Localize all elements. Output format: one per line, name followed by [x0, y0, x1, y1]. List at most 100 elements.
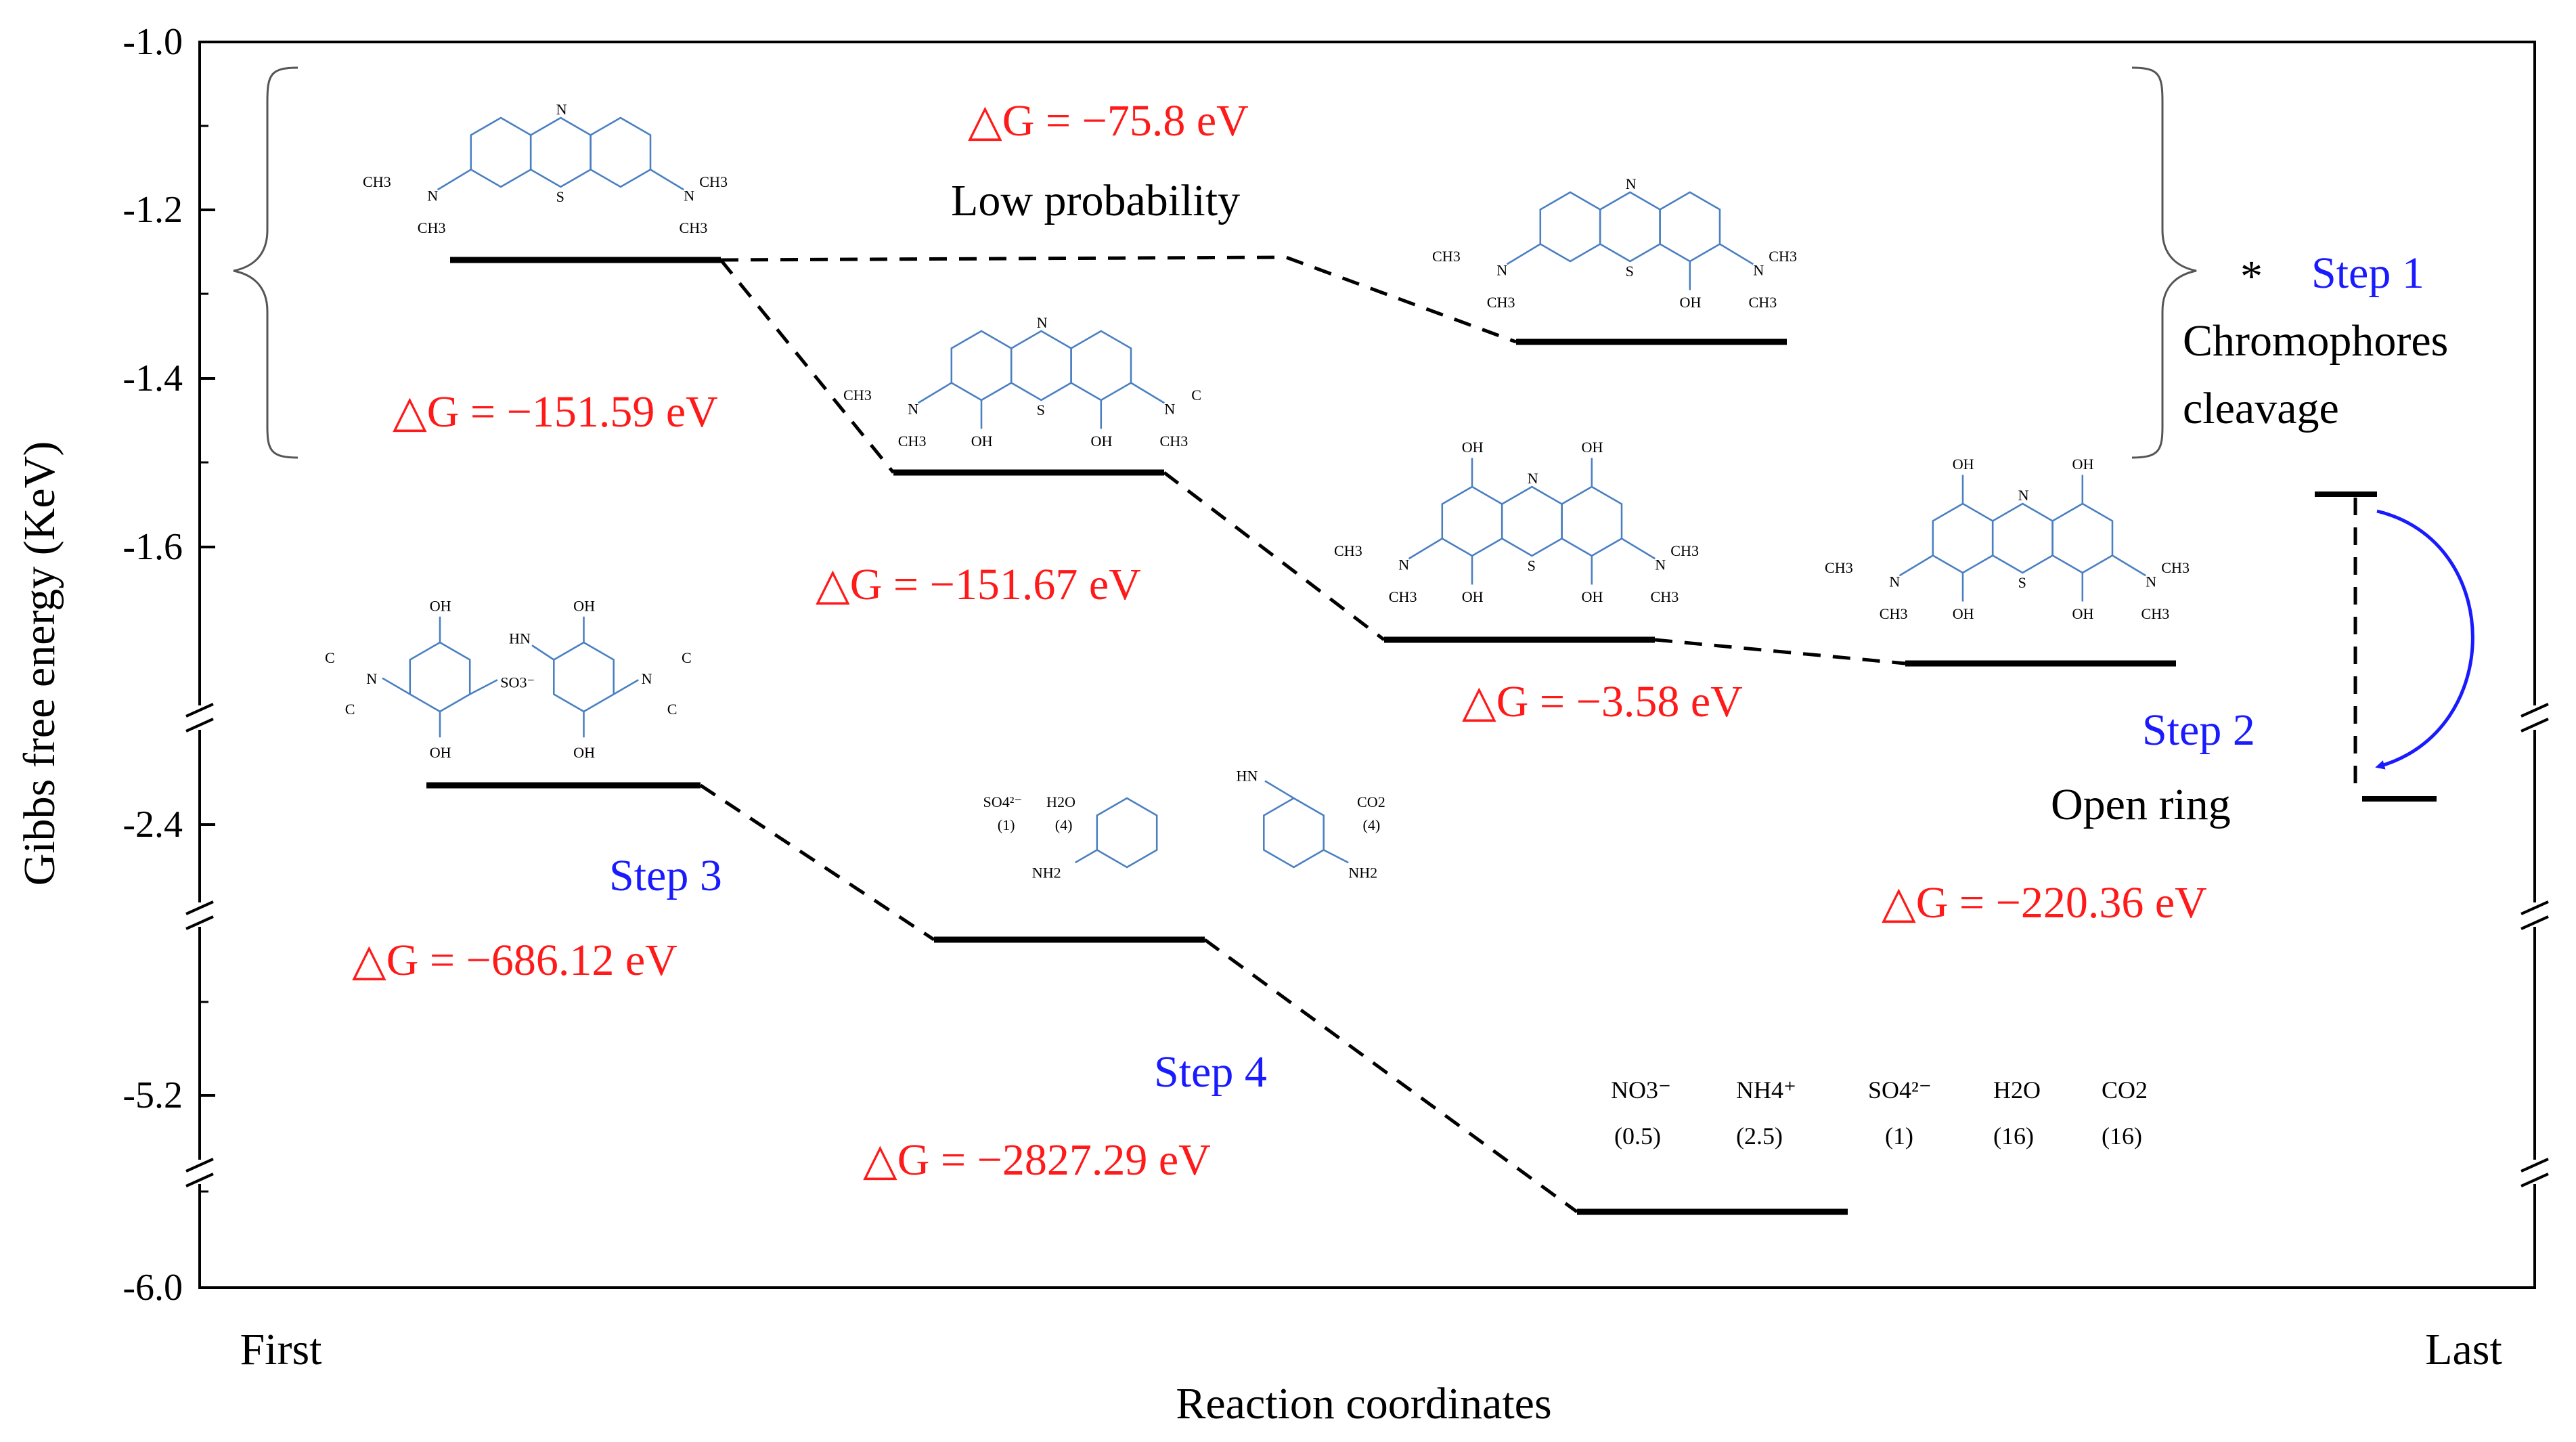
product-nh4: NH4⁺ — [1736, 1076, 1796, 1104]
svg-text:C: C — [1191, 387, 1201, 403]
svg-text:OH: OH — [2072, 605, 2094, 622]
product-co2-amount: (16) — [2102, 1122, 2142, 1150]
svg-text:CH3: CH3 — [680, 219, 708, 236]
product-no3-amount: (0.5) — [1614, 1122, 1661, 1150]
svg-text:OH: OH — [430, 597, 451, 614]
asterisk: * — [2240, 252, 2263, 301]
y-axis-label: Gibbs free energy (KeV) — [15, 441, 64, 886]
x-tick-last: Last — [2425, 1325, 2502, 1374]
svg-text:CH3: CH3 — [1487, 294, 1515, 311]
dg-step1-b: △G = −151.67 eV — [816, 560, 1141, 609]
svg-text:OH: OH — [1582, 439, 1603, 456]
svg-text:OH: OH — [573, 744, 595, 761]
svg-text:N: N — [642, 670, 652, 687]
svg-text:OH: OH — [971, 433, 993, 450]
svg-text:C: C — [325, 649, 335, 666]
svg-text:C: C — [667, 701, 678, 718]
structure-mb-oh4: N S N N OH OH OH OH CH3 CH3 CH3 CH3 — [1334, 439, 1699, 605]
y-ticks — [200, 41, 215, 1289]
product-so4: SO4²⁻ — [1868, 1076, 1932, 1104]
dg-step2: △G = −220.36 eV — [1882, 878, 2207, 927]
svg-text:OH: OH — [573, 597, 595, 614]
brace-left — [233, 66, 298, 459]
y-tick-label: -5.2 — [123, 1074, 183, 1116]
structure-small-molecules: NH2 HN NH2 SO4²⁻ (1) H2O (4) CO2 (4) — [983, 768, 1385, 881]
connectors — [699, 255, 2357, 1214]
svg-text:OH: OH — [1680, 294, 1702, 311]
dg-step1-a: △G = −151.59 eV — [393, 387, 718, 437]
svg-text:SO4²⁻: SO4²⁻ — [983, 793, 1023, 810]
structure-mb-oh1: N S N N OH CH3 CH3 CH3 CH3 — [1432, 175, 1797, 311]
svg-text:(1): (1) — [998, 816, 1015, 833]
svg-text:HN: HN — [1237, 768, 1258, 785]
open-ring-label: Open ring — [2051, 780, 2231, 829]
svg-text:CO2: CO2 — [1357, 793, 1385, 810]
product-nh4-amount: (2.5) — [1736, 1122, 1783, 1150]
svg-text:N: N — [556, 101, 567, 118]
y-tick-label: -1.6 — [123, 526, 183, 568]
dg-low-probability: △G = −75.8 eV — [968, 96, 1249, 146]
x-tick-first: First — [240, 1325, 321, 1374]
svg-text:OH: OH — [1462, 439, 1484, 456]
svg-text:N: N — [908, 400, 918, 417]
y-tick-label: -1.4 — [123, 357, 183, 399]
svg-text:CH3: CH3 — [418, 219, 446, 236]
y-tick-label: -1.2 — [123, 189, 183, 231]
svg-text:CH3: CH3 — [1749, 294, 1777, 311]
svg-text:OH: OH — [2072, 456, 2094, 473]
svg-text:N: N — [1626, 175, 1637, 192]
svg-text:N: N — [1655, 556, 1666, 573]
svg-text:NH2: NH2 — [1032, 864, 1061, 881]
svg-text:NH2: NH2 — [1348, 864, 1377, 881]
svg-text:CH3: CH3 — [699, 173, 728, 190]
svg-text:OH: OH — [1462, 588, 1484, 605]
svg-text:S: S — [1626, 263, 1634, 280]
svg-text:OH: OH — [1953, 456, 1974, 473]
svg-text:C: C — [682, 649, 692, 666]
svg-text:CH3: CH3 — [1651, 588, 1679, 605]
svg-text:N: N — [1037, 314, 1048, 331]
svg-text:OH: OH — [1953, 605, 1974, 622]
svg-text:N: N — [2146, 573, 2156, 590]
svg-text:CH3: CH3 — [1670, 542, 1699, 559]
step1-label: Step 1 — [2311, 248, 2424, 298]
y-tick-label: -6.0 — [123, 1267, 183, 1309]
low-probability-label: Low probability — [951, 176, 1240, 225]
svg-text:CH3: CH3 — [1432, 248, 1461, 265]
x-axis-label: Reaction coordinates — [1176, 1379, 1551, 1428]
svg-text:CH3: CH3 — [898, 433, 927, 450]
svg-text:CH3: CH3 — [1334, 542, 1362, 559]
svg-text:S: S — [1037, 401, 1045, 418]
svg-text:CH3: CH3 — [1160, 433, 1189, 450]
dg-step1-c: △G = −3.58 eV — [1462, 677, 1743, 726]
brace-right — [2131, 66, 2197, 459]
svg-text:S: S — [556, 188, 564, 205]
axis-break-right — [2521, 703, 2549, 1187]
svg-text:CH3: CH3 — [843, 387, 872, 403]
step4-label: Step 4 — [1154, 1047, 1267, 1097]
svg-text:N: N — [1753, 261, 1764, 278]
svg-text:OH: OH — [1091, 433, 1113, 450]
svg-text:N: N — [684, 187, 694, 204]
svg-text:HN: HN — [509, 630, 531, 647]
structure-methylene-blue: N S N N CH3 CH3 CH3 CH3 — [363, 101, 728, 236]
svg-text:CH3: CH3 — [363, 173, 391, 190]
svg-text:CH3: CH3 — [1769, 248, 1797, 265]
dg-step4: △G = −2827.29 eV — [863, 1135, 1211, 1185]
svg-text:(4): (4) — [1055, 816, 1073, 833]
svg-text:CH3: CH3 — [1825, 559, 1853, 576]
svg-text:N: N — [427, 187, 438, 204]
plot-area — [198, 41, 2536, 1289]
svg-text:CH3: CH3 — [1880, 605, 1908, 622]
svg-text:(4): (4) — [1363, 816, 1381, 833]
svg-text:N: N — [1398, 556, 1409, 573]
step3-label: Step 3 — [609, 851, 722, 900]
svg-text:H2O: H2O — [1046, 793, 1075, 810]
product-so4-amount: (1) — [1885, 1122, 1913, 1150]
product-no3: NO3⁻ — [1611, 1076, 1671, 1104]
structure-open-ring: OH OH OH OH N SO3⁻ HN N C C C C — [325, 597, 692, 761]
svg-text:SO3⁻: SO3⁻ — [500, 674, 535, 691]
step2-arrow — [2375, 509, 2474, 770]
svg-text:N: N — [1164, 400, 1175, 417]
